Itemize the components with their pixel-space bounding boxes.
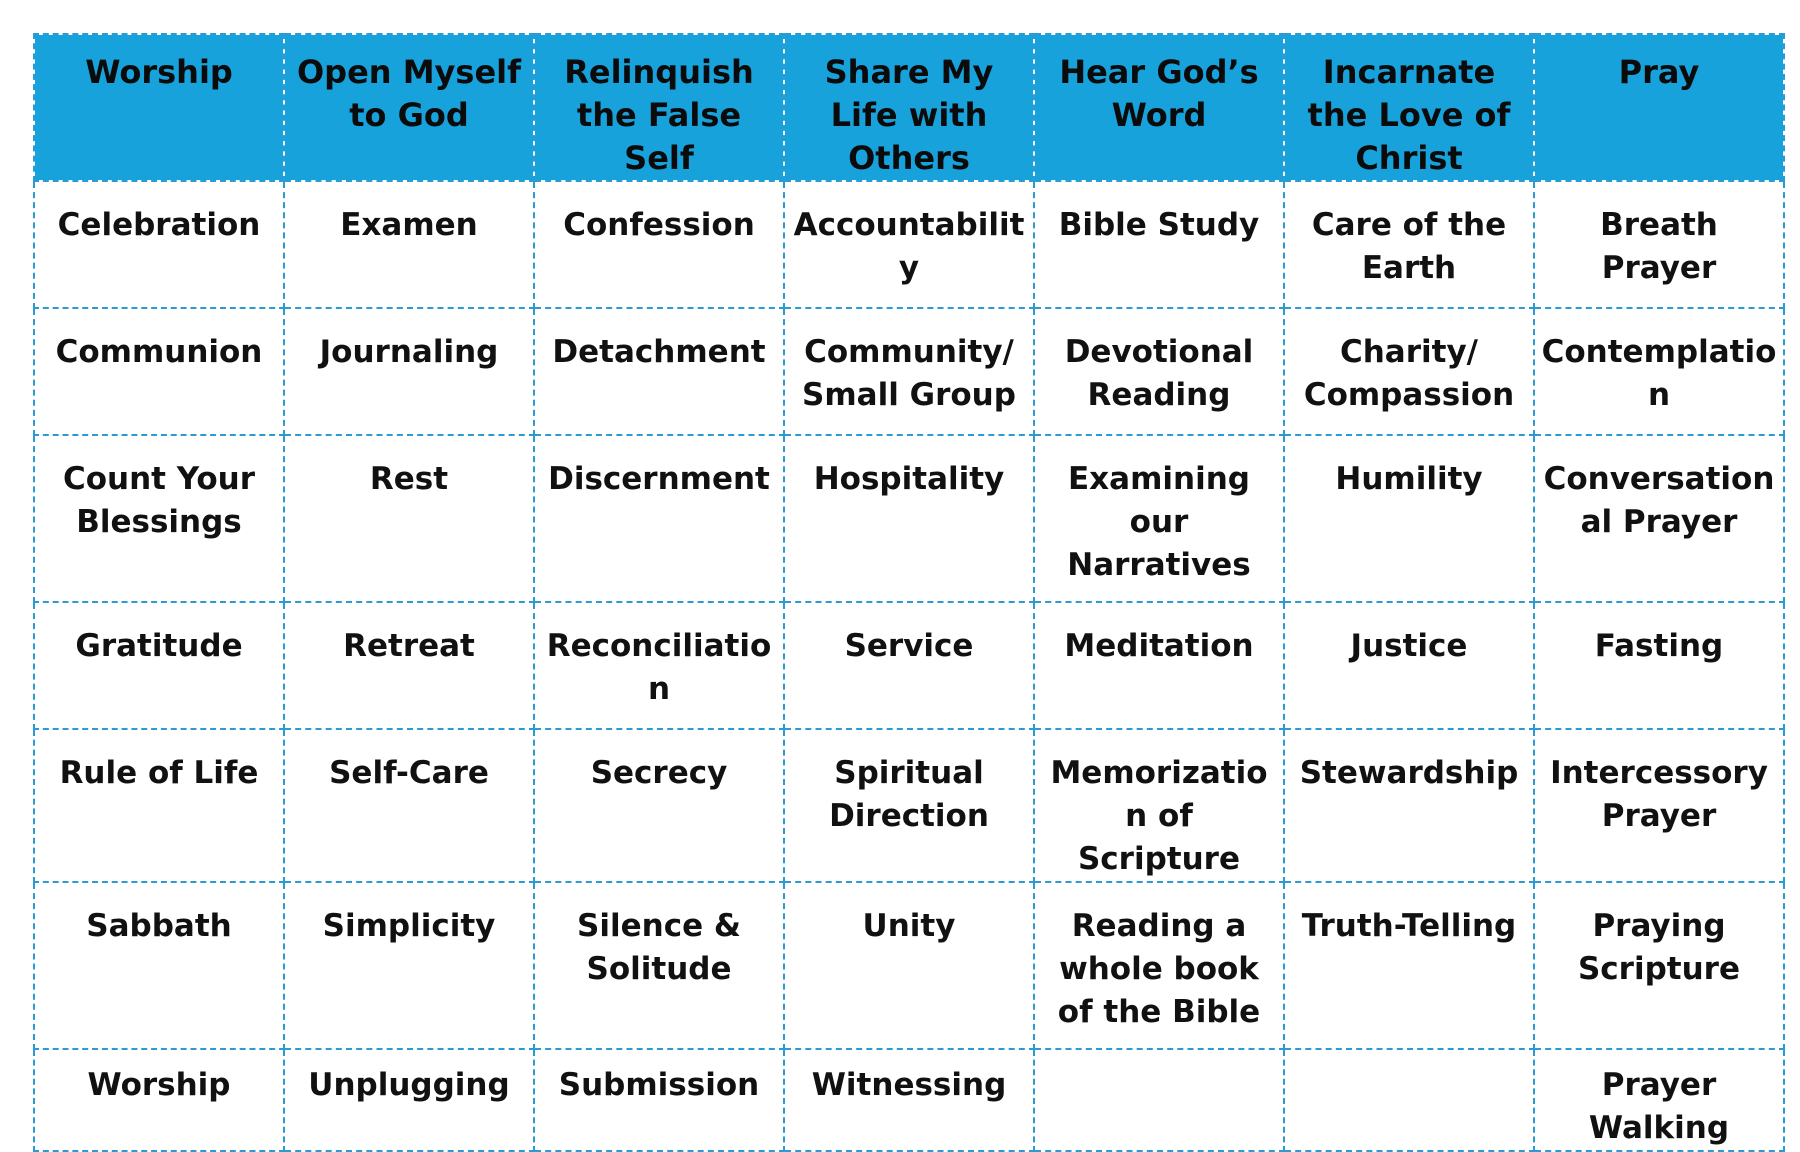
table-cell: Detachment — [533, 307, 785, 436]
table-cell: Bible Study — [1033, 180, 1285, 309]
table-cell: Accountability — [783, 180, 1035, 309]
header-open-myself-to-god: Open Myself to God — [283, 33, 535, 182]
table-row: Worship Unplugging Submission Witnessing… — [33, 1048, 1785, 1152]
table-row: Rule of Life Self-Care Secrecy Spiritual… — [33, 728, 1785, 883]
table-cell: Humility — [1283, 434, 1535, 603]
table-cell: Contemplation — [1533, 307, 1785, 436]
table-cell: Unity — [783, 881, 1035, 1050]
table-cell: Unplugging — [283, 1048, 535, 1152]
table-cell: Worship — [33, 1048, 285, 1152]
table-cell: Secrecy — [533, 728, 785, 883]
table-row: Sabbath Simplicity Silence & Solitude Un… — [33, 881, 1785, 1050]
table-cell: Count Your Blessings — [33, 434, 285, 603]
table-cell: Spiritual Direction — [783, 728, 1035, 883]
table-cell: Examining our Narratives — [1033, 434, 1285, 603]
table-row: Count Your Blessings Rest Discernment Ho… — [33, 434, 1785, 603]
table-cell: Service — [783, 601, 1035, 730]
header-hear-gods-word: Hear God’s Word — [1033, 33, 1285, 182]
table-header: Worship Open Myself to God Relinquish th… — [33, 33, 1785, 182]
table-cell: Reconciliation — [533, 601, 785, 730]
spiritual-disciplines-sheet: Worship Open Myself to God Relinquish th… — [33, 33, 1785, 1152]
header-share-my-life-with-others: Share My Life with Others — [783, 33, 1035, 182]
table-cell: Devotional Reading — [1033, 307, 1285, 436]
table-cell: Gratitude — [33, 601, 285, 730]
empty-cell — [1033, 1048, 1285, 1152]
table-cell: Justice — [1283, 601, 1535, 730]
table-cell: Witnessing — [783, 1048, 1035, 1152]
table-cell: Charity/ Compassion — [1283, 307, 1535, 436]
header-row: Worship Open Myself to God Relinquish th… — [33, 33, 1785, 182]
header-incarnate-the-love-of-christ: Incarnate the Love of Christ — [1283, 33, 1535, 182]
table-cell: Discernment — [533, 434, 785, 603]
header-pray: Pray — [1533, 33, 1785, 182]
table-cell: Truth-Telling — [1283, 881, 1535, 1050]
table-cell: Memorization of Scripture — [1033, 728, 1285, 883]
table-row: Celebration Examen Confession Accountabi… — [33, 180, 1785, 309]
table-cell: Prayer Walking — [1533, 1048, 1785, 1152]
table-row: Gratitude Retreat Reconciliation Service… — [33, 601, 1785, 730]
table-cell: Sabbath — [33, 881, 285, 1050]
table-cell: Journaling — [283, 307, 535, 436]
table-cell: Praying Scripture — [1533, 881, 1785, 1050]
table-cell: Hospitality — [783, 434, 1035, 603]
table-cell: Self-Care — [283, 728, 535, 883]
table-body: Celebration Examen Confession Accountabi… — [33, 180, 1785, 1152]
table-cell: Breath Prayer — [1533, 180, 1785, 309]
table-cell: Examen — [283, 180, 535, 309]
table-cell: Submission — [533, 1048, 785, 1152]
table-cell: Conversational Prayer — [1533, 434, 1785, 603]
table-cell: Reading a whole book of the Bible — [1033, 881, 1285, 1050]
table-row: Communion Journaling Detachment Communit… — [33, 307, 1785, 436]
table-cell: Celebration — [33, 180, 285, 309]
header-relinquish-the-false-self: Relinquish the False Self — [533, 33, 785, 182]
table-cell: Fasting — [1533, 601, 1785, 730]
table-cell: Simplicity — [283, 881, 535, 1050]
table-cell: Meditation — [1033, 601, 1285, 730]
table-cell: Care of the Earth — [1283, 180, 1535, 309]
table-cell: Intercessory Prayer — [1533, 728, 1785, 883]
empty-cell — [1283, 1048, 1535, 1152]
header-worship: Worship — [33, 33, 285, 182]
table-cell: Communion — [33, 307, 285, 436]
table-cell: Stewardship — [1283, 728, 1535, 883]
spiritual-disciplines-table: Worship Open Myself to God Relinquish th… — [33, 33, 1785, 1152]
table-cell: Confession — [533, 180, 785, 309]
table-cell: Rest — [283, 434, 535, 603]
table-cell: Silence & Solitude — [533, 881, 785, 1050]
table-cell: Rule of Life — [33, 728, 285, 883]
table-cell: Retreat — [283, 601, 535, 730]
table-cell: Community/ Small Group — [783, 307, 1035, 436]
